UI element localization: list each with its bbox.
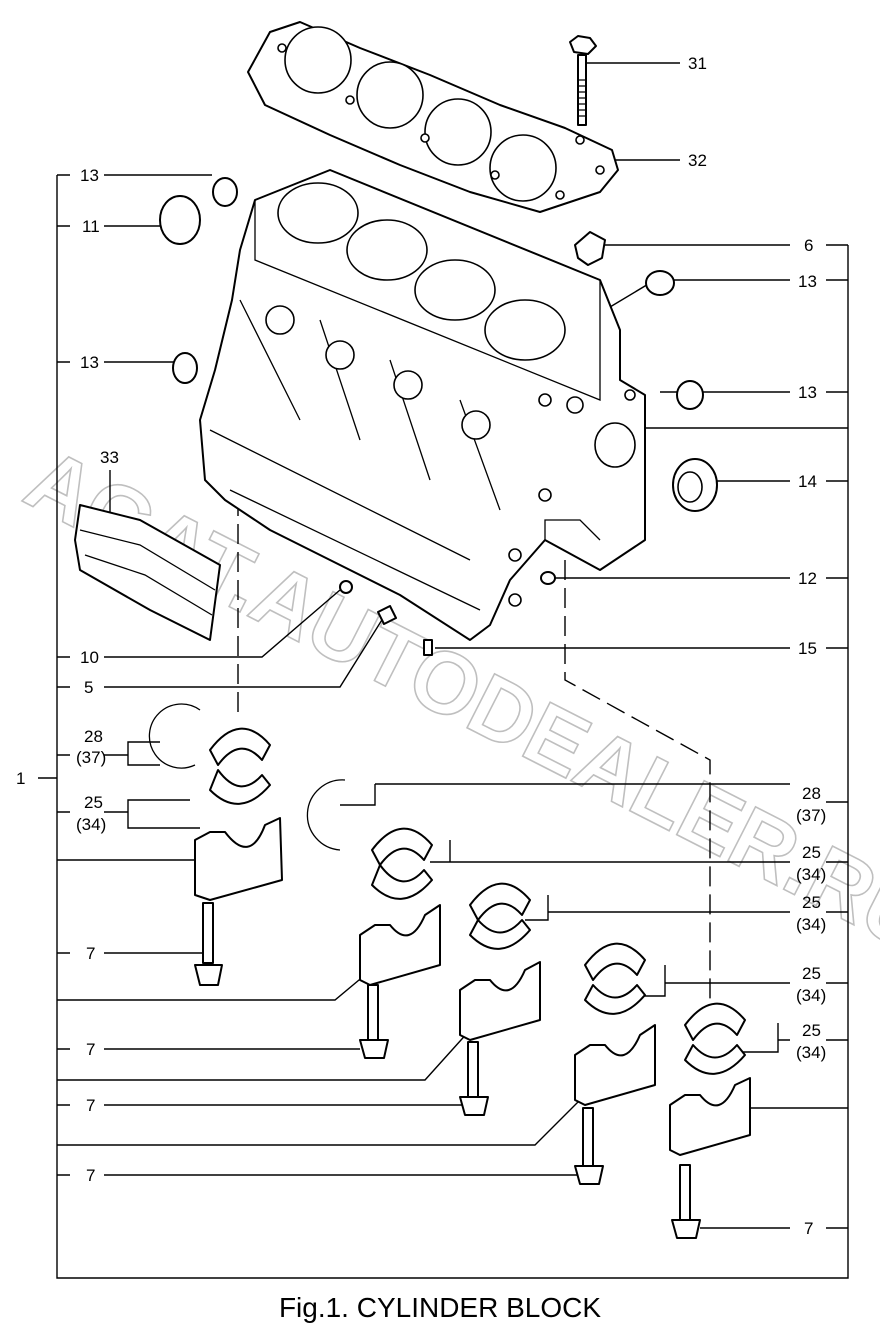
label-28-left: 28 xyxy=(84,727,103,746)
bearing-shells xyxy=(209,727,746,1075)
part-number-labels: 1 13 11 13 33 10 5 28 (37) 25 (34) 7 7 7… xyxy=(16,54,826,1238)
label-25-right-c: 25 xyxy=(802,964,821,983)
label-34-right-a: (34) xyxy=(796,865,826,884)
label-33: 33 xyxy=(100,448,119,467)
shim-set xyxy=(74,504,221,641)
label-31: 31 xyxy=(688,54,707,73)
label-25-right-a: 25 xyxy=(802,843,821,862)
head-bolt xyxy=(569,35,597,126)
label-34-right-d: (34) xyxy=(796,1043,826,1062)
label-13-left: 13 xyxy=(80,353,99,372)
label-34-right-b: (34) xyxy=(796,915,826,934)
expansion-plugs xyxy=(159,177,704,656)
label-7-right: 7 xyxy=(804,1219,813,1238)
label-13-right: 13 xyxy=(798,383,817,402)
label-7-a: 7 xyxy=(86,944,95,963)
label-37-right: (37) xyxy=(796,806,826,825)
label-7-c: 7 xyxy=(86,1096,95,1115)
leader-lines xyxy=(38,62,849,1279)
cap-bolts xyxy=(194,902,701,1239)
label-28-right: 28 xyxy=(802,784,821,803)
label-6: 6 xyxy=(804,236,813,255)
head-gasket xyxy=(247,21,619,213)
figure-caption: Fig.1. CYLINDER BLOCK xyxy=(278,1292,602,1323)
label-12: 12 xyxy=(798,569,817,588)
label-34-left: (34) xyxy=(76,815,106,834)
label-13-right-top: 13 xyxy=(798,272,817,291)
main-bearing-caps xyxy=(194,817,751,1156)
oil-seal xyxy=(672,458,718,512)
label-32: 32 xyxy=(688,151,707,170)
label-10: 10 xyxy=(80,648,99,667)
cylinder-block xyxy=(199,169,646,641)
label-34-right-c: (34) xyxy=(796,986,826,1005)
label-11: 11 xyxy=(82,217,100,236)
label-37-left: (37) xyxy=(76,748,106,767)
label-7-b: 7 xyxy=(86,1040,95,1059)
label-25-right-d: 25 xyxy=(802,1021,821,1040)
label-25-right-b: 25 xyxy=(802,893,821,912)
label-5: 5 xyxy=(84,678,93,697)
label-15: 15 xyxy=(798,639,817,658)
label-14: 14 xyxy=(798,472,817,491)
label-1: 1 xyxy=(16,769,25,788)
label-25-left: 25 xyxy=(84,793,103,812)
label-13-top-left: 13 xyxy=(80,166,99,185)
label-7-d: 7 xyxy=(86,1166,95,1185)
thrust-washers xyxy=(148,703,346,851)
